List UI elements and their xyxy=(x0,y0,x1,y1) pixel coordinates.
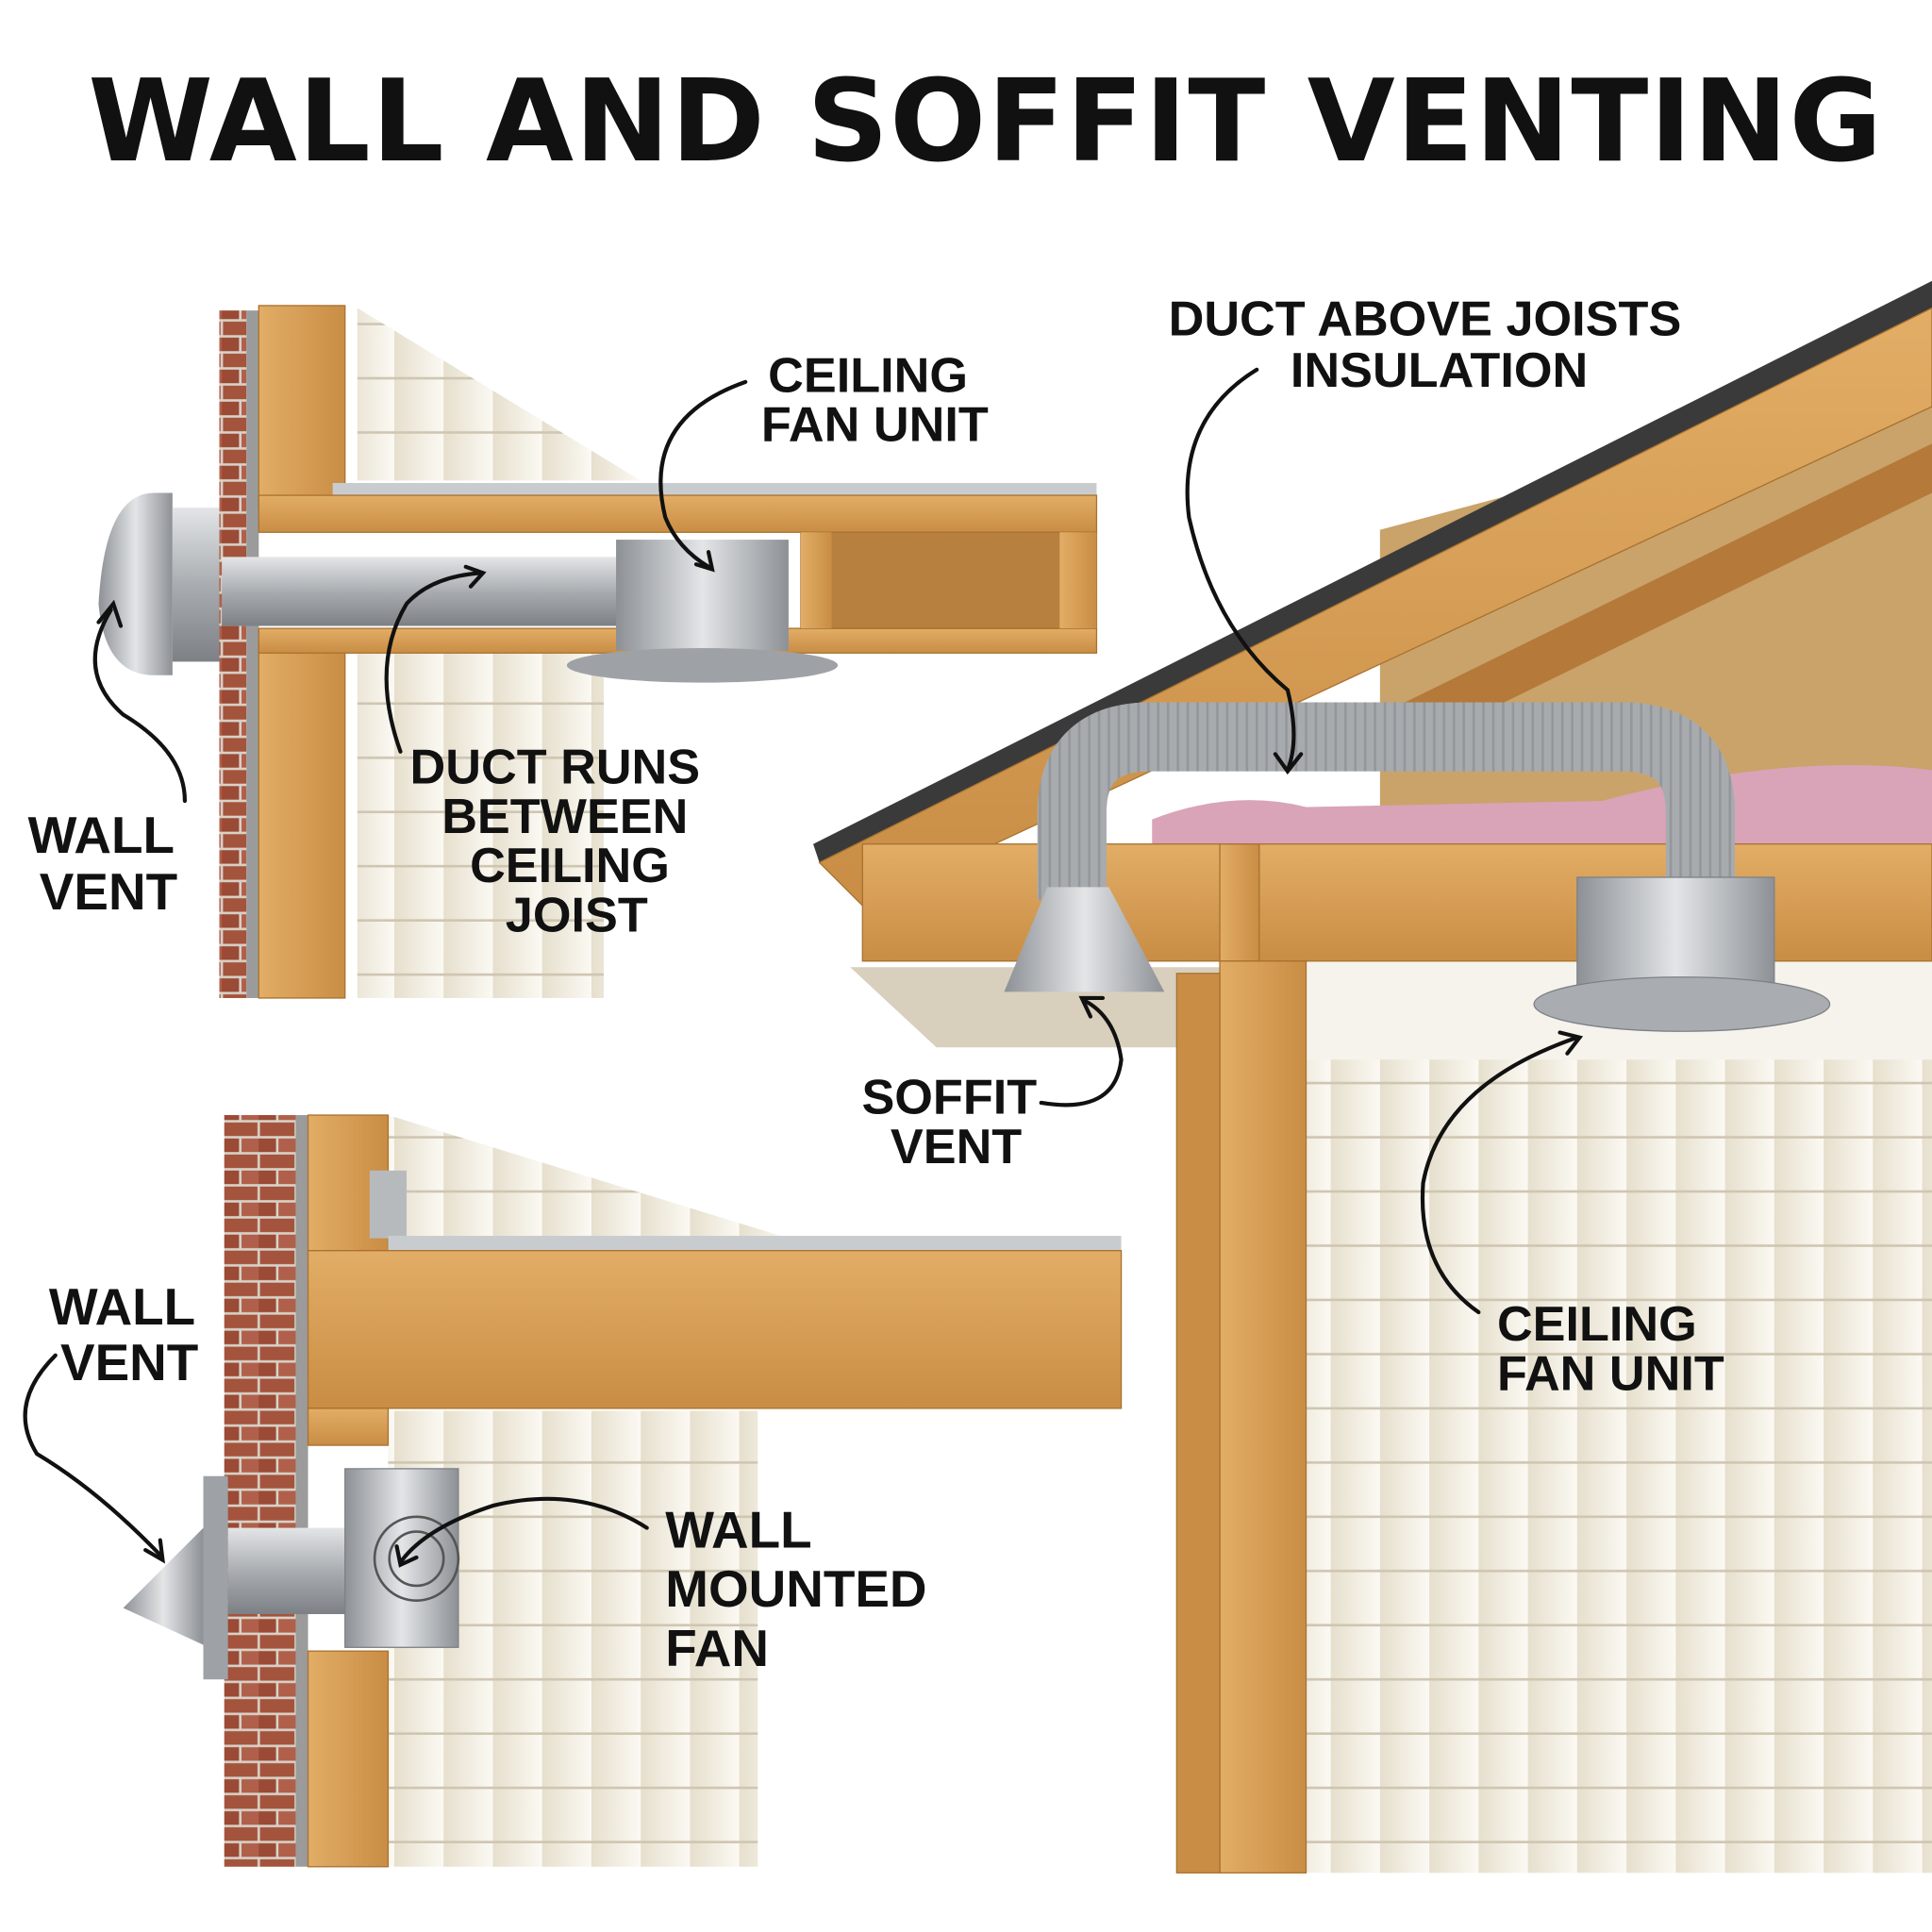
arrow xyxy=(398,1496,649,1565)
label-wall-mounted-fan: WALL MOUNTED FAN xyxy=(665,1500,941,1676)
arrowhead-icon xyxy=(463,564,487,589)
ceiling-fan-grille xyxy=(1533,976,1831,1032)
wall-vent-plate xyxy=(203,1475,228,1680)
drywall xyxy=(388,1236,1122,1254)
arrow xyxy=(1039,998,1124,1108)
soffit-vent xyxy=(1004,887,1165,992)
arrow xyxy=(1185,367,1296,773)
arrow xyxy=(384,571,483,754)
wall-stud-lower xyxy=(307,1650,390,1868)
joist-end xyxy=(1219,843,1260,962)
arrow xyxy=(92,608,188,804)
arrowhead-icon xyxy=(1078,995,1106,1019)
label-duct-runs: DUCT RUNS BETWEEN CEILING JOIST xyxy=(410,741,714,943)
wall-stud-upper xyxy=(258,305,346,510)
drywall xyxy=(332,483,1097,496)
joist-bay xyxy=(800,531,1098,629)
wall-vent-cap xyxy=(123,1527,204,1645)
arrowhead-icon xyxy=(394,1544,419,1568)
siding-upper xyxy=(357,308,641,481)
arrowhead-icon xyxy=(1557,1030,1584,1056)
wall-vent-hood xyxy=(98,492,173,675)
label-wall-vent-bottom: WALL VENT xyxy=(49,1277,210,1391)
brick-wall xyxy=(219,310,247,998)
exterior-siding xyxy=(1175,973,1221,1874)
wall-vent-duct xyxy=(227,1527,364,1615)
wall-vent-collar xyxy=(172,508,220,662)
page-title: WALL AND SOFFIT VENTING xyxy=(88,56,1883,188)
arrowhead-icon xyxy=(143,1538,166,1564)
panel-duct-between-joists: CEILING FAN UNIT DUCT RUNS BETWEEN CEILI… xyxy=(28,305,1098,999)
header xyxy=(307,1407,390,1446)
sheathing xyxy=(295,1115,308,1867)
siding-lower xyxy=(357,653,604,998)
rafter-inner xyxy=(1379,443,1932,727)
flex-duct-shade xyxy=(1037,702,1736,900)
arrow xyxy=(658,379,748,569)
ceiling-fan-housing xyxy=(616,540,789,651)
fan-grille-icon xyxy=(388,1530,445,1588)
brick-wall xyxy=(224,1115,296,1867)
panel-soffit-venting: DUCT ABOVE JOISTS INSULATION SOFFIT VENT… xyxy=(813,280,1932,1874)
siding-upper xyxy=(388,1115,789,1239)
label-ceiling-fan-unit-right: CEILING FAN UNIT xyxy=(1497,1297,1724,1401)
label-duct-above-joists: DUCT ABOVE JOISTS INSULATION xyxy=(1169,291,1695,398)
label-wall-vent-top: WALL VENT xyxy=(28,806,190,921)
wall-stud-lower xyxy=(258,640,346,999)
wall-stud xyxy=(1219,960,1307,1874)
fan-grille-icon xyxy=(373,1515,460,1602)
ceiling-joist xyxy=(307,1250,1123,1409)
ceiling-fan-housing xyxy=(1576,876,1775,991)
insulation xyxy=(1152,764,1932,844)
duct xyxy=(222,557,629,626)
arrowhead-icon xyxy=(96,599,124,628)
arrowhead-icon xyxy=(1273,752,1304,775)
flashing xyxy=(369,1170,408,1239)
arrow xyxy=(23,1353,162,1557)
interior-wall-siding xyxy=(1306,960,1932,1874)
arrowhead-icon xyxy=(693,550,715,573)
sheathing xyxy=(246,310,259,998)
joist xyxy=(1059,532,1097,629)
arrow xyxy=(1420,1035,1579,1315)
ceiling-fan-grille xyxy=(566,648,839,683)
label-ceiling-fan-unit: CEILING FAN UNIT xyxy=(761,348,989,452)
label-soffit-vent: SOFFIT VENT xyxy=(861,1071,1050,1174)
panel-wall-mounted-fan: WALL VENT WALL MOUNTED FAN xyxy=(23,1114,1123,1868)
joist xyxy=(800,532,832,629)
top-plate xyxy=(258,494,1098,533)
